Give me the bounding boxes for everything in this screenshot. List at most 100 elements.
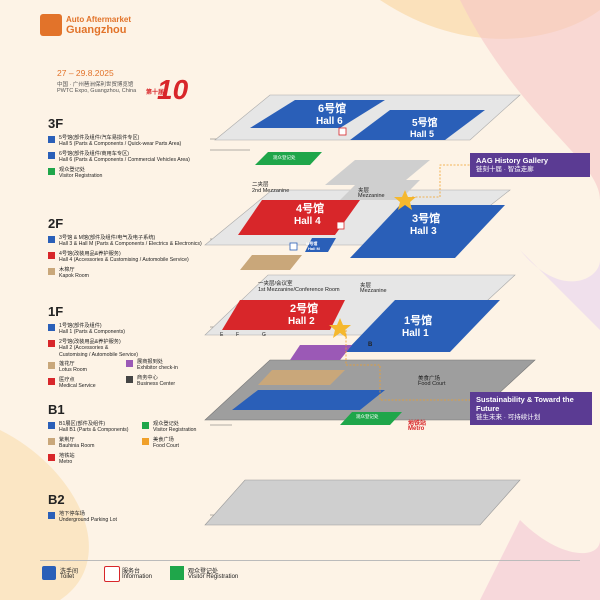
- legend-label-cn: 美食广场: [153, 436, 174, 443]
- legend-swatch: [126, 375, 133, 383]
- legend-item: 4号馆(改装用品&养护服务)Hall 4 (Accessories & Cust…: [48, 251, 218, 264]
- room-g: G: [262, 332, 266, 338]
- legend-label-en: Visitor Registration: [59, 173, 103, 180]
- bottom-legend: [40, 560, 580, 585]
- tenth-badge-number: 10: [157, 74, 189, 105]
- legend-swatch: [48, 167, 55, 175]
- legend-label-cn: 2号馆(改装用品&养护服务): [59, 338, 121, 345]
- legend-label-en: Food Court: [153, 443, 179, 450]
- exhibitor-checkin: [290, 345, 352, 360]
- legend-label-en: Hall 3 & Hall M (Parts & Components / El…: [59, 241, 202, 248]
- legend-label-cn: 地铁站: [59, 452, 75, 459]
- food-court-cn: 美食广场: [418, 376, 441, 382]
- legend-label-cn: 观众登记处: [59, 166, 85, 173]
- floor-b1-label: B1: [48, 402, 65, 417]
- legend-swatch: [126, 360, 133, 367]
- kapok-room: [240, 255, 302, 270]
- floor-2f-label: 2F: [48, 216, 64, 231]
- legend-swatch: [48, 512, 55, 519]
- legend-swatch: [48, 136, 55, 143]
- toilet-icon: [289, 242, 298, 251]
- hall-5: [350, 110, 485, 140]
- legend-swatch: [48, 324, 55, 331]
- visitor-registration-icon: [170, 566, 184, 580]
- room-b: B: [368, 342, 373, 348]
- floor-3f-label: 3F: [48, 116, 64, 131]
- info-icon: [338, 127, 347, 136]
- hall-4-cn-label: 4号馆: [296, 201, 324, 215]
- legend-label-en: Hall B1 (Parts & Components): [59, 427, 129, 434]
- hall-1: [345, 300, 500, 352]
- floor-1f-label: 1F: [48, 304, 64, 319]
- hall-1-cn-label: 1号馆: [404, 313, 432, 327]
- legend-label-en: Kapok Room: [59, 273, 89, 280]
- legend-label-cn: 1号馆(部件及组件): [59, 323, 102, 329]
- history-gallery-callout: AAG History Gallery 链刻十届 · 智造走廊: [470, 153, 590, 177]
- info-icon-2f: [336, 221, 345, 230]
- venue-cn: 中国 · 广州琶洲保利世贸博览馆: [57, 82, 134, 88]
- hall-4-en-label: Hall 4: [294, 216, 321, 227]
- lotus-room: [258, 370, 345, 385]
- information-label-cn: 服务台: [122, 569, 141, 575]
- legend-label-cn: 展商报到处: [137, 359, 163, 365]
- room-f: F: [236, 332, 240, 338]
- legend-text: 6号馆(部件及组件/商用车专区)Hall 6 (Parts & Componen…: [59, 151, 190, 164]
- legend-label-cn: 莲花厅: [59, 361, 75, 368]
- 3f-registration-label: 观众登记处: [273, 155, 296, 160]
- toilet-label-cn: 洗手间: [60, 569, 79, 575]
- hall-5-en-label: Hall 5: [410, 129, 434, 139]
- legend-text: B1展区(部件及组件)Hall B1 (Parts & Components): [59, 421, 128, 434]
- hall-3: [350, 205, 505, 258]
- legend-3f: 5号馆(部件及组件/汽车易损件专区)Hall 5 (Parts & Compon…: [48, 135, 218, 182]
- legend-label-en: Visitor Registration: [153, 427, 197, 434]
- legend-label-en: Bauhinia Room: [59, 443, 95, 450]
- legend-label-en: Metro: [59, 459, 73, 466]
- legend-label-cn: B1展区(部件及组件): [59, 421, 106, 427]
- legend-label-en: Exhibitor check-in: [137, 365, 178, 372]
- hall-4: [238, 200, 360, 235]
- legend-label-cn: 6号馆(部件及组件/商用车专区): [59, 150, 130, 157]
- history-gallery-title: AAG History Gallery: [476, 156, 549, 165]
- legend-1f: 1号馆(部件及组件)Hall 1 (Parts & Components)2号馆…: [48, 323, 138, 393]
- legend-swatch: [48, 362, 55, 370]
- legend-text: 4号馆(改装用品&养护服务)Hall 4 (Accessories & Cust…: [59, 251, 189, 264]
- legend-label-cn: 5号馆(部件及组件/汽车易损件专区): [59, 135, 140, 141]
- hall-2-en-label: Hall 2: [288, 316, 315, 327]
- legend-swatch: [48, 151, 55, 159]
- legend-text: 2号馆(改装用品&养护服务)Hall 2 (Accessories & Cust…: [59, 339, 138, 358]
- legend-label-cn: 医疗点: [59, 376, 75, 383]
- floor-b2-slab: [204, 479, 521, 526]
- legend-swatch: [48, 453, 55, 461]
- logo-line2: Guangzhou: [66, 24, 127, 36]
- hall-6-en-label: Hall 6: [316, 116, 343, 127]
- legend-label-en: Hall 2 (Accessories & Customising / Auto…: [59, 345, 138, 358]
- 2nd-mezzanine-cn: 二夹层: [252, 182, 269, 188]
- hall-6-cn-label: 6号馆: [318, 101, 346, 115]
- legend-text: 3号馆 & M馆(部件及组件/电气及电子系统)Hall 3 & Hall M (…: [59, 235, 202, 248]
- mezzanine-1f-en: Mezzanine: [360, 288, 387, 294]
- hall-6: [250, 100, 385, 128]
- 3f-visitor-registration: [255, 152, 322, 165]
- legend-label-en: Hall 4 (Accessories & Customising / Auto…: [59, 257, 189, 264]
- legend-item: 3号馆 & M馆(部件及组件/电气及电子系统)Hall 3 & Hall M (…: [48, 235, 218, 248]
- legend-swatch: [142, 422, 149, 429]
- legend-label-cn: 观众登记处: [153, 421, 179, 427]
- hall-2: [222, 300, 345, 330]
- legend-swatch: [48, 267, 55, 275]
- legend-item: B1展区(部件及组件)Hall B1 (Parts & Components): [48, 421, 138, 434]
- legend-swatch: [48, 437, 55, 445]
